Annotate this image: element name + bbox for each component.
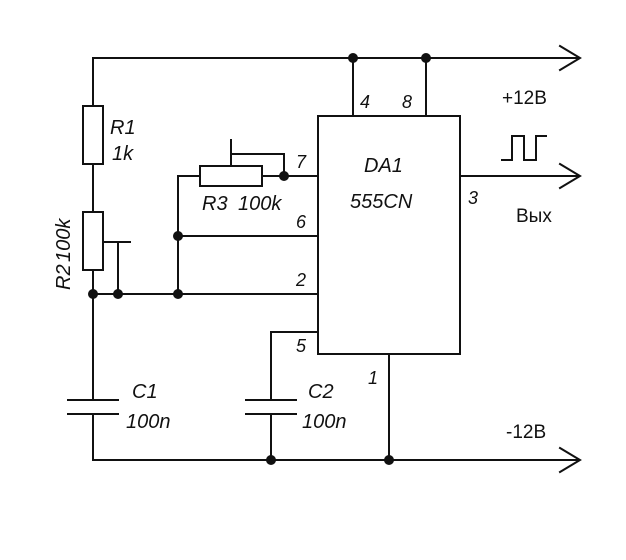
junction-dot <box>279 171 289 181</box>
pin-label-8: 8 <box>402 92 412 112</box>
r2-value: 100k <box>53 218 75 262</box>
chip-part: 555CN <box>350 191 413 213</box>
square-wave-icon <box>501 135 547 161</box>
c1-name: C1 <box>132 381 158 403</box>
junction-dot <box>421 53 431 63</box>
junction-dot <box>173 231 183 241</box>
r1-name: R1 <box>110 117 136 139</box>
negative-rail-label: -12В <box>506 422 546 443</box>
c2-name: C2 <box>308 381 334 403</box>
pin-label-2: 2 <box>295 270 306 290</box>
c2-value: 100n <box>302 411 347 433</box>
output-label: Вых <box>516 206 552 227</box>
c1-value: 100n <box>126 411 171 433</box>
resistor-r2 <box>82 211 104 271</box>
pin5-wire <box>270 331 319 401</box>
chip-name: DA1 <box>364 155 403 177</box>
r3-name: R3 <box>202 193 228 215</box>
pin-label-7: 7 <box>296 152 307 172</box>
junction-dot <box>88 289 98 299</box>
r2-label-group: R2 100k <box>53 218 75 290</box>
pin-label-5: 5 <box>296 336 307 356</box>
r3-value: 100k <box>238 193 282 215</box>
r1-value: 1k <box>112 143 134 165</box>
junction-dot <box>384 455 394 465</box>
resistor-r3 <box>199 165 263 187</box>
junction-dot <box>113 289 123 299</box>
positive-rail-arrow <box>558 44 582 72</box>
chip-555 <box>317 115 461 355</box>
output-arrow <box>558 162 582 190</box>
positive-rail-label: +12В <box>502 88 547 109</box>
r2-name: R2 <box>53 264 75 290</box>
junction-dot <box>348 53 358 63</box>
pin-label-1: 1 <box>368 368 378 388</box>
pin-label-3: 3 <box>468 188 478 208</box>
pin-label-4: 4 <box>360 92 370 112</box>
pin-label-6: 6 <box>296 212 307 232</box>
junction-dot <box>266 455 276 465</box>
negative-rail-arrow <box>558 446 582 474</box>
resistor-r1 <box>82 105 104 165</box>
junction-dot <box>173 289 183 299</box>
r3-wiper-lead <box>230 153 285 177</box>
